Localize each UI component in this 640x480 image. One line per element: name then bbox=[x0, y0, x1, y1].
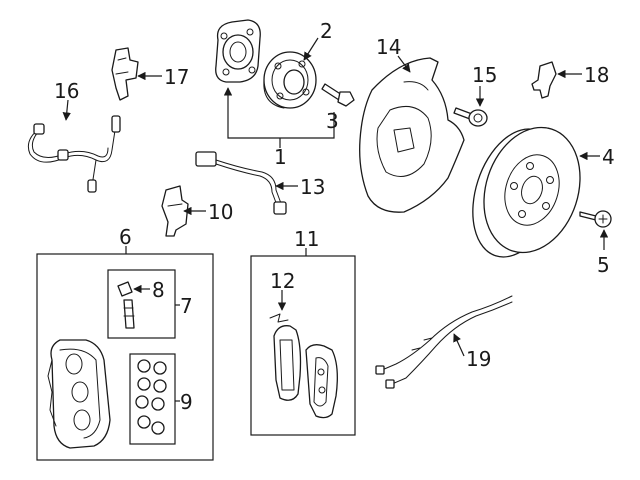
callout-8: 8 bbox=[152, 278, 165, 302]
callout-1: 1 bbox=[274, 145, 287, 169]
callout-19: 19 bbox=[466, 347, 491, 371]
splash-shield-part bbox=[359, 57, 465, 213]
brake-pad-frame bbox=[250, 255, 356, 436]
callout-9: 9 bbox=[180, 390, 193, 414]
callout-3: 3 bbox=[326, 109, 339, 133]
speed-sensor-part bbox=[531, 61, 557, 99]
wear-sensor-cable-part bbox=[195, 151, 287, 215]
callout-17: 17 bbox=[164, 65, 189, 89]
guide-pin-part bbox=[117, 281, 135, 329]
callout-10: 10 bbox=[208, 200, 233, 224]
callout-12: 12 bbox=[270, 269, 295, 293]
caliper-group-frame bbox=[36, 253, 214, 461]
brake-rotor-part bbox=[472, 126, 581, 258]
brake-caliper-part bbox=[47, 339, 111, 449]
callout-18: 18 bbox=[584, 63, 609, 87]
hub-bolt-part bbox=[321, 83, 355, 107]
wire-harness-part bbox=[375, 295, 513, 389]
callout-2: 2 bbox=[320, 19, 333, 43]
callout-4: 4 bbox=[602, 145, 615, 169]
callout-5: 5 bbox=[597, 253, 610, 277]
abs-sensor-harness-part bbox=[27, 115, 121, 193]
anti-rattle-clip-part bbox=[269, 313, 289, 323]
seal-kit-frame bbox=[129, 353, 176, 445]
callout-6: 6 bbox=[119, 225, 132, 249]
callout-7: 7 bbox=[180, 294, 193, 318]
piston-seal-rings-part bbox=[135, 359, 167, 435]
mounting-bracket-part bbox=[161, 185, 189, 237]
callout-14: 14 bbox=[376, 35, 401, 59]
hub-flange-part bbox=[215, 19, 261, 83]
callout-16: 16 bbox=[54, 79, 79, 103]
callout-11: 11 bbox=[294, 227, 319, 251]
callout-15: 15 bbox=[472, 63, 497, 87]
guide-pin-frame bbox=[107, 269, 176, 339]
wheel-hub-part bbox=[263, 51, 317, 109]
callout-13: 13 bbox=[300, 175, 325, 199]
rotor-screw-part bbox=[579, 210, 612, 228]
brake-pads-part bbox=[273, 325, 338, 419]
shield-bolt-part bbox=[453, 107, 488, 127]
sensor-bracket-part bbox=[111, 47, 139, 101]
